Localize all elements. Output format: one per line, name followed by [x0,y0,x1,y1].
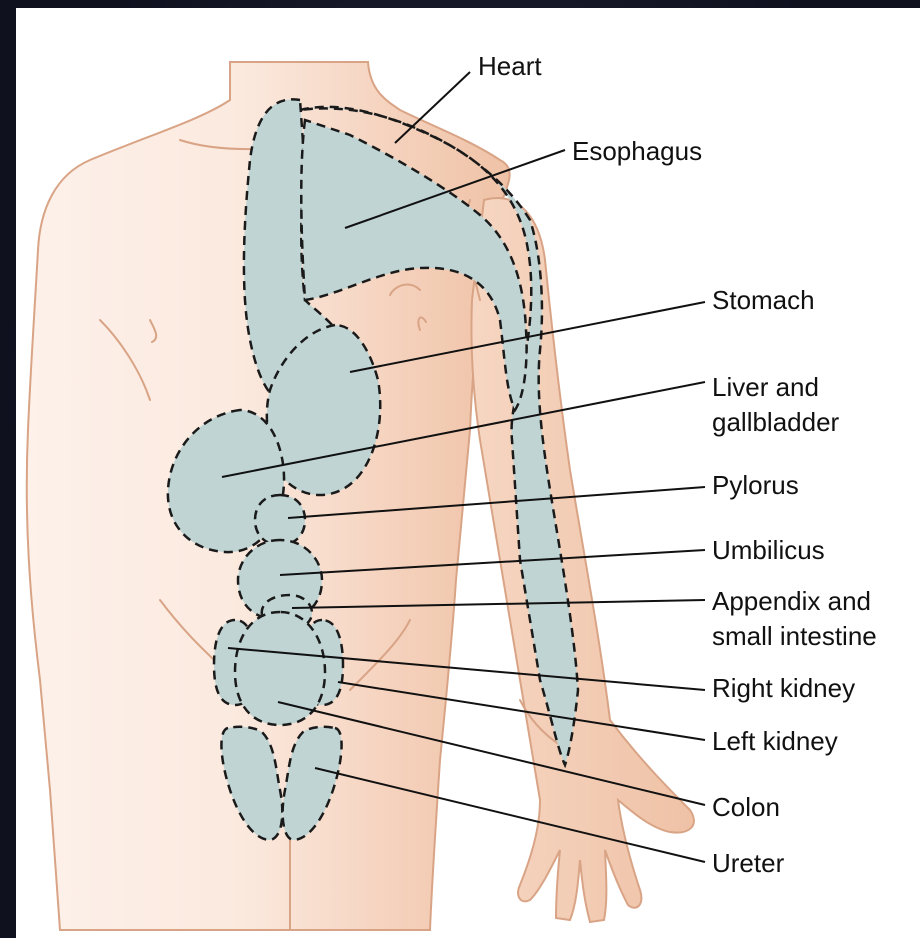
colon-region [235,612,325,725]
label-pylorus: Pylorus [712,470,799,500]
label-heart: Heart [478,51,542,81]
label-left-kidney: Left kidney [712,726,838,756]
label-liver-line2: gallbladder [712,407,840,437]
label-appendix-line2: small intestine [712,621,877,651]
label-right-kidney: Right kidney [712,673,855,703]
label-colon: Colon [712,792,780,822]
label-liver-line1: Liver and [712,372,819,402]
label-stomach: Stomach [712,285,815,315]
label-appendix-line1: Appendix and [712,586,871,616]
label-umbilicus: Umbilicus [712,535,825,565]
label-ureter: Ureter [712,848,785,878]
label-esophagus: Esophagus [572,136,702,166]
pylorus-region [255,495,305,545]
